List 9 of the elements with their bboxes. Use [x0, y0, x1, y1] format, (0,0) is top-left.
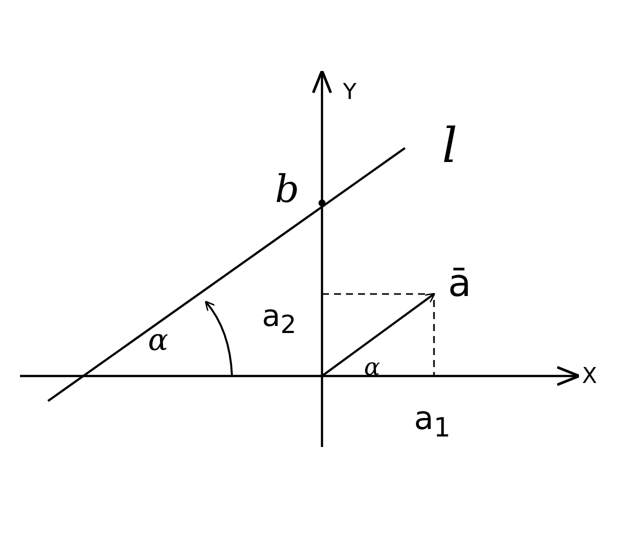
angle-label: α — [148, 326, 168, 356]
axis-label: Y — [343, 82, 356, 104]
coordinate-label: a$_{2}$ — [262, 302, 296, 337]
axis-label: X — [582, 366, 598, 388]
intercept-label: b — [275, 170, 300, 208]
vector-label: ā — [448, 264, 472, 302]
line-label: l — [442, 122, 458, 170]
angle-label: α — [364, 355, 380, 379]
coordinate-label: a$_{1}$ — [414, 402, 451, 442]
